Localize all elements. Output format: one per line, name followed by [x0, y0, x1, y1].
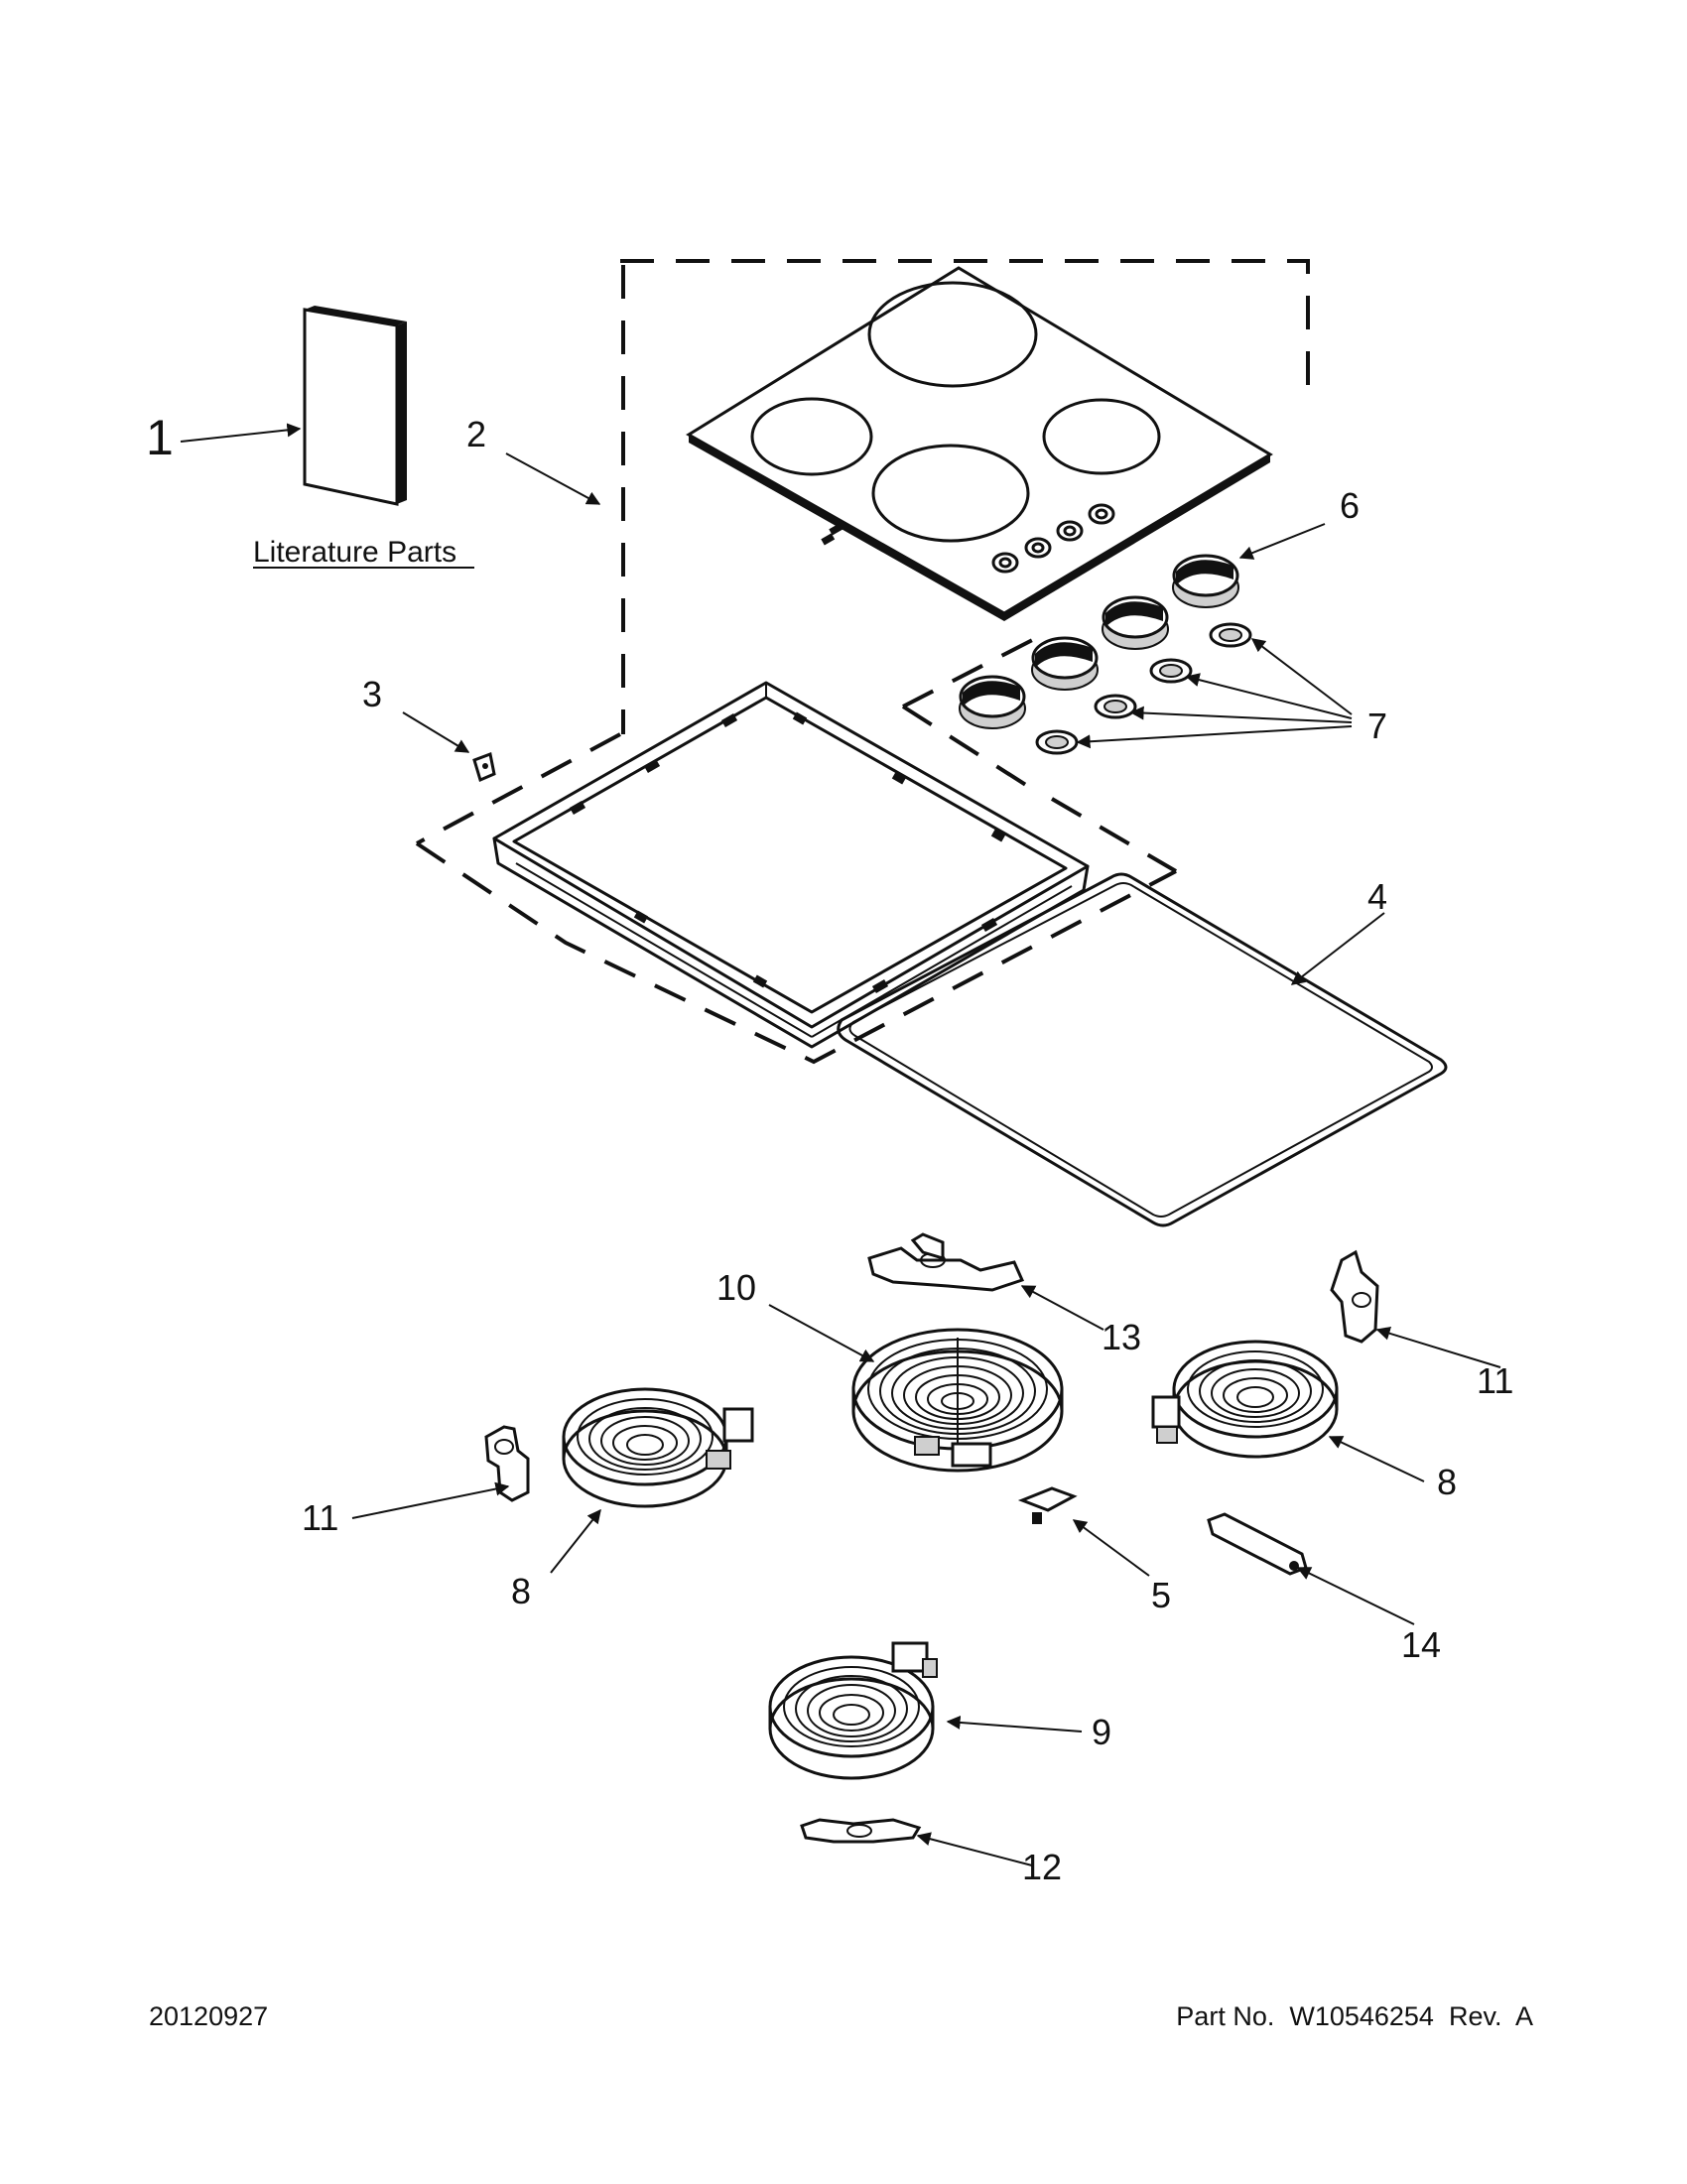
callout-9: 9	[1092, 1712, 1111, 1752]
callout-3: 3	[362, 674, 382, 714]
clip[interactable]	[472, 751, 496, 783]
callout-2: 2	[466, 414, 486, 454]
callout-6: 6	[1340, 485, 1360, 526]
callout-11-left: 11	[302, 1497, 338, 1538]
heating-element-left[interactable]	[562, 1387, 754, 1508]
callout-1: 1	[146, 410, 174, 465]
leader-lines	[180, 423, 1501, 1866]
literature-parts-booklet[interactable]	[303, 306, 407, 506]
heating-element-large[interactable]	[851, 1328, 1064, 1473]
knob	[959, 675, 1026, 729]
footer-date-code: 20120927	[149, 2001, 269, 2031]
bezel	[1035, 729, 1079, 755]
literature-parts-label: Literature Parts	[253, 536, 456, 569]
bracket-bottom[interactable]	[800, 1818, 922, 1844]
burner-ring-left	[750, 397, 873, 476]
assembly-boundary-dashed	[415, 259, 1310, 1065]
burner-ring-center-large	[867, 281, 1038, 388]
clip-5[interactable]	[1017, 1486, 1078, 1524]
callout-4: 4	[1367, 876, 1387, 917]
bracket-center[interactable]	[867, 1232, 1025, 1292]
cooktop-gasket[interactable]	[837, 872, 1448, 1227]
knob-bezels[interactable]	[1035, 622, 1252, 755]
callout-11-right: 11	[1477, 1360, 1513, 1401]
control-knobs[interactable]	[959, 554, 1239, 729]
burner-ring-front	[871, 444, 1030, 543]
heating-element-right[interactable]	[1151, 1340, 1339, 1459]
bracket-right[interactable]	[1330, 1249, 1379, 1344]
limiter-switch[interactable]	[1207, 1512, 1308, 1576]
glass-cooktop[interactable]	[686, 266, 1273, 621]
callout-10: 10	[716, 1267, 756, 1308]
knob	[1172, 554, 1239, 608]
callout-8-left: 8	[511, 1571, 531, 1611]
callout-14: 14	[1401, 1624, 1441, 1665]
callout-numbers: 1 2 3 4 5 6 7 8 8 9 10 11 11 12 13 14	[146, 410, 1513, 1887]
callout-5: 5	[1151, 1575, 1171, 1615]
footer-part-number: Part No. W10546254 Rev. A	[1176, 2001, 1533, 2031]
callout-13: 13	[1102, 1317, 1141, 1357]
cooktop-frame[interactable]	[492, 681, 1090, 1049]
burner-ring-right	[1042, 398, 1161, 475]
bezel	[1094, 694, 1137, 719]
callout-7: 7	[1367, 706, 1387, 746]
knob	[1031, 636, 1099, 691]
bracket-left[interactable]	[484, 1425, 530, 1502]
bezel	[1149, 658, 1193, 684]
bezel	[1209, 622, 1252, 648]
callout-8-right: 8	[1437, 1462, 1457, 1502]
knob	[1102, 595, 1169, 650]
callout-12: 12	[1022, 1847, 1062, 1887]
heating-element-bottom[interactable]	[768, 1641, 938, 1780]
